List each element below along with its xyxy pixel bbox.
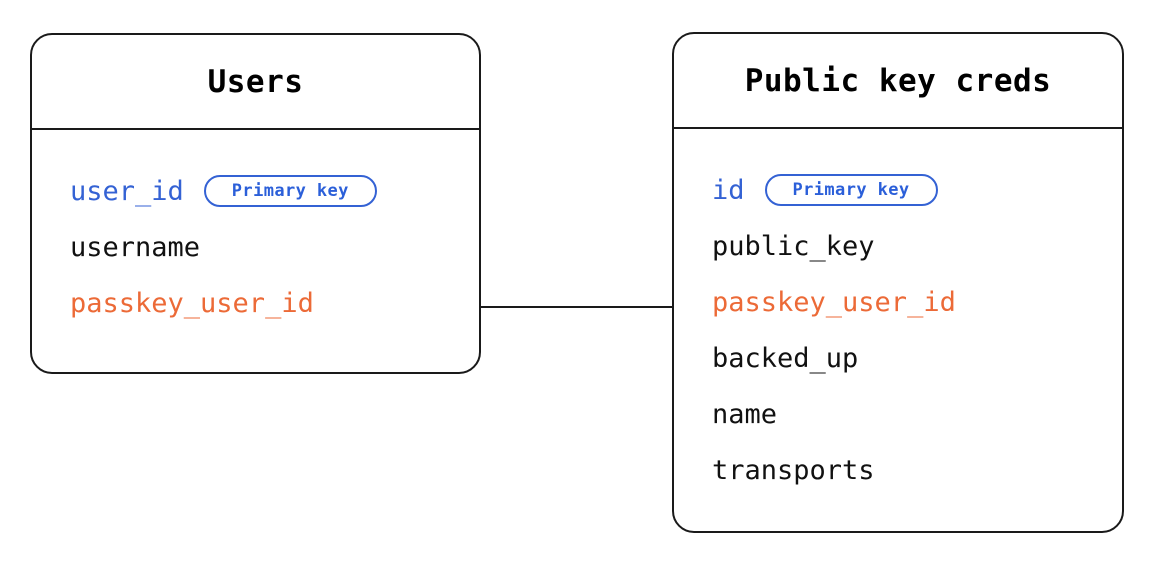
field-name-username: username [70,231,201,263]
field-name-transports: transports [712,454,875,486]
field-row[interactable]: id Primary key [674,162,1122,218]
relationship-connector-users-to-public-key-creds [479,306,674,308]
field-row[interactable]: user_id Primary key [32,163,479,219]
entity-public-key-creds[interactable]: Public key creds id Primary key public_k… [672,32,1124,533]
field-name-id: id [712,174,745,206]
field-row[interactable]: passkey_user_id [32,275,479,331]
primary-key-badge: Primary key [203,175,377,207]
field-name-public-key: public_key [712,230,875,262]
field-row[interactable]: name [674,386,1122,442]
field-name-passkey-user-id: passkey_user_id [712,286,956,318]
entity-users[interactable]: Users user_id Primary key username passk… [30,33,481,374]
field-name-backed-up: backed_up [712,342,859,374]
entity-users-title: Users [207,63,304,100]
entity-public-key-creds-title: Public key creds [744,62,1052,99]
field-name-name: name [712,398,778,430]
primary-key-badge: Primary key [764,174,938,206]
field-name-passkey-user-id: passkey_user_id [70,287,314,319]
field-row[interactable]: transports [674,442,1122,498]
entity-users-header: Users [32,35,479,130]
field-name-user-id: user_id [70,175,184,207]
field-row[interactable]: passkey_user_id [674,274,1122,330]
entity-users-field-list: user_id Primary key username passkey_use… [32,130,479,331]
field-row[interactable]: public_key [674,218,1122,274]
primary-key-badge-label: Primary key [231,181,349,201]
entity-public-key-creds-field-list: id Primary key public_key passkey_user_i… [674,129,1122,498]
primary-key-badge-label: Primary key [792,180,910,200]
field-row[interactable]: username [32,219,479,275]
field-row[interactable]: backed_up [674,330,1122,386]
entity-public-key-creds-header: Public key creds [674,34,1122,129]
